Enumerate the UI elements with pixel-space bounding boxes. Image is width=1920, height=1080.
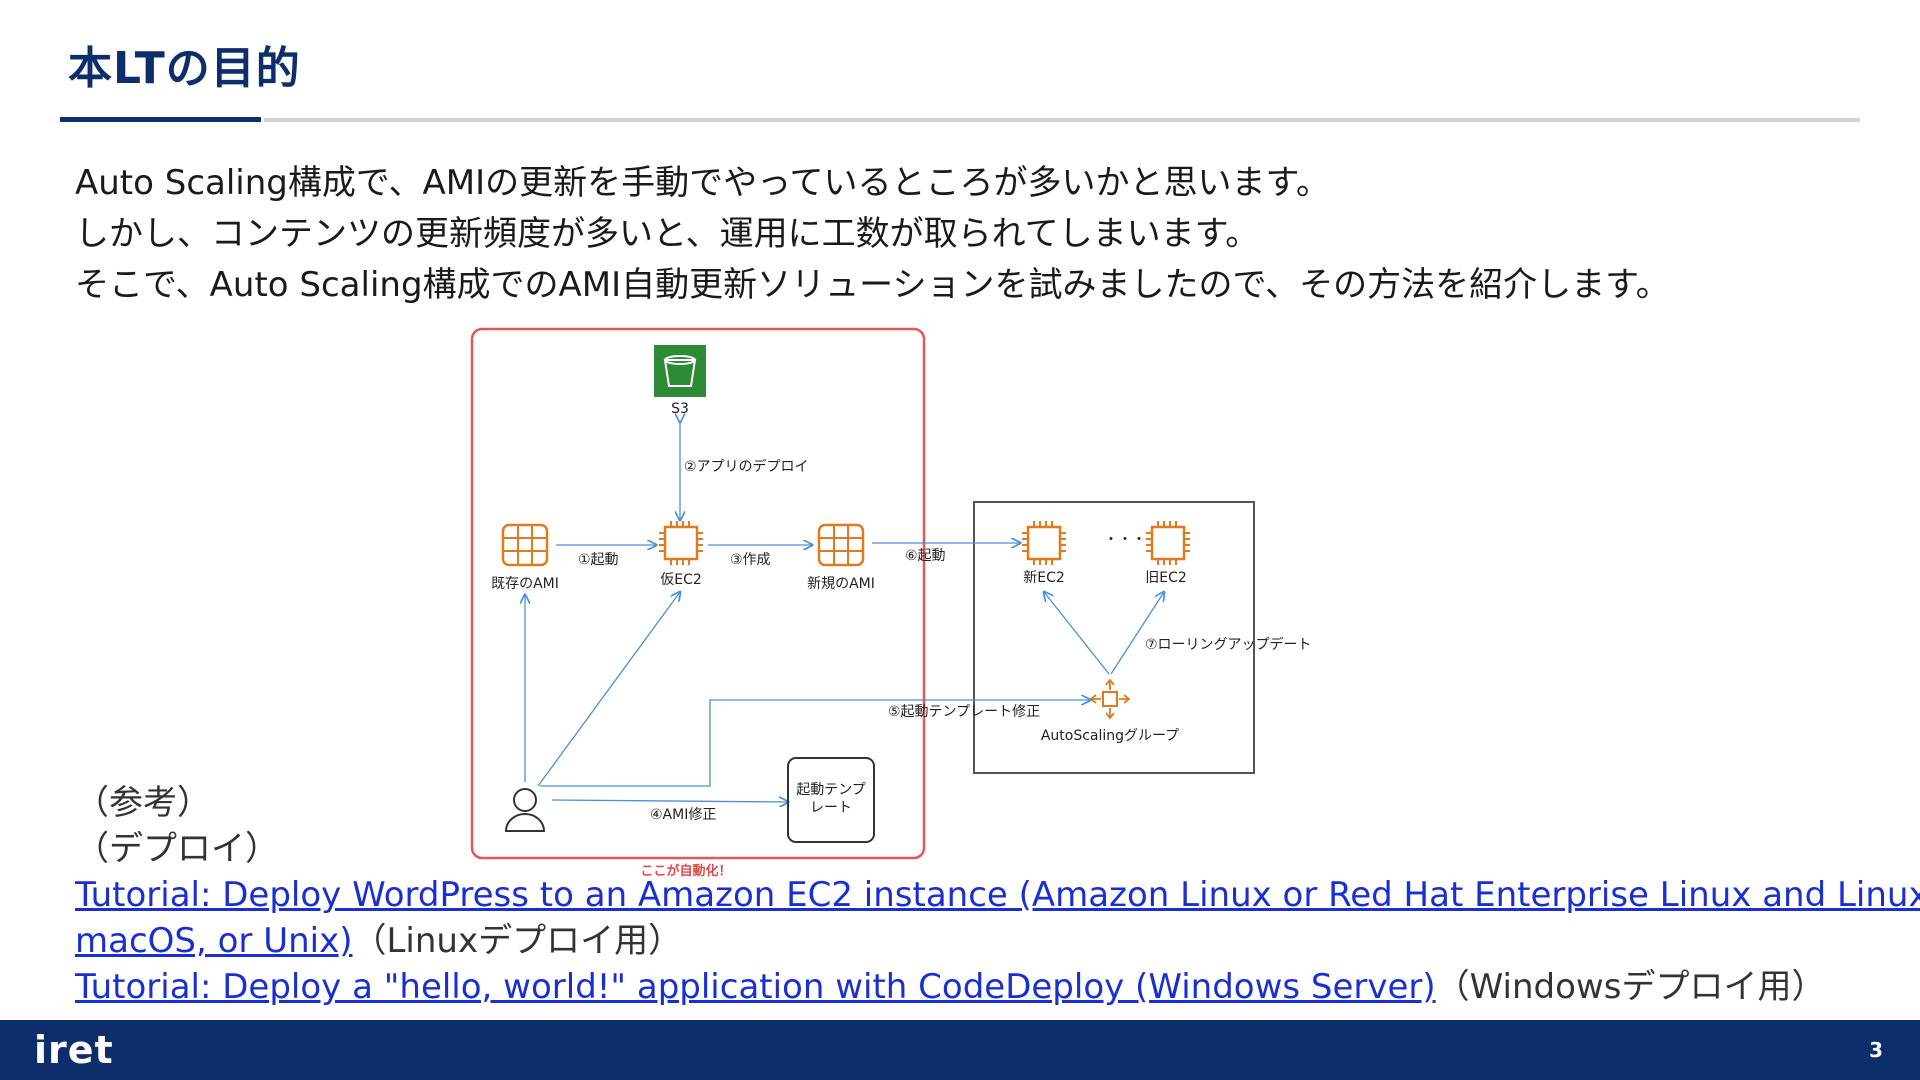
user-icon (504, 788, 546, 832)
automation-label: ここが自動化！ (640, 863, 731, 879)
step5-label: ⑤起動テンプレート修正 (888, 704, 1040, 720)
launch-template-box (787, 757, 875, 843)
temp-ec2-label: 仮EC2 (660, 572, 702, 588)
intro-line-3: そこで、Auto Scaling構成でのAMI自動更新ソリューションを試みました… (75, 265, 1670, 305)
autoscaling-group-boundary (973, 501, 1255, 774)
existing-ami-icon (501, 523, 549, 567)
s3-bucket-icon (654, 345, 706, 397)
architecture-diagram: S3 ②アプリのデプロイ 既存のAMI ①起動 仮EC2 ③作成 新規のAMI … (470, 327, 1312, 879)
reference-heading: （参考） (75, 783, 211, 823)
intro-text: Auto Scaling構成で、AMIの更新を手動でやっているところが多いかと思… (75, 158, 1670, 311)
old-ec2-icon (1146, 521, 1190, 565)
launch-template-label-1: 起動テンプ (796, 782, 866, 798)
windows-deploy-note: （Windowsデプロイ用） (1435, 967, 1826, 1007)
wordpress-tutorial-link-cont[interactable]: macOS, or Unix) (75, 921, 353, 961)
new-ec2-icon (1022, 521, 1066, 565)
step6-label: ⑥起動 (905, 548, 946, 564)
autoscaling-icon (1089, 678, 1131, 720)
automation-boundary (470, 327, 926, 860)
new-ami-label: 新規のAMI (807, 576, 875, 592)
intro-line-2: しかし、コンテンツの更新頻度が多いと、運用に工数が取られてしまいます。 (75, 214, 1260, 254)
reference-subheading: （デプロイ） (75, 829, 279, 869)
existing-ami-label: 既存のAMI (491, 576, 559, 592)
page-title: 本LTの目的 (68, 43, 301, 94)
step4-label: ④AMI修正 (650, 807, 716, 823)
step7-label: ⑦ローリングアップデート (1145, 636, 1312, 653)
launch-template-label-2: レート (810, 800, 852, 816)
iret-logo: iret (34, 1028, 114, 1072)
hello-world-tutorial-link[interactable]: Tutorial: Deploy a "hello, world!" appli… (75, 967, 1436, 1007)
new-ec2-label: 新EC2 (1023, 570, 1065, 586)
linux-deploy-note: （Linuxデプロイ用） (352, 921, 683, 961)
ellipsis: ・・・ (1104, 532, 1146, 548)
step2-label: ②アプリのデプロイ (684, 458, 809, 475)
wordpress-tutorial-link[interactable]: Tutorial: Deploy WordPress to an Amazon … (75, 875, 1920, 915)
s3-label: S3 (671, 401, 689, 417)
step1-label: ①起動 (578, 552, 619, 568)
reference-section: （参考） （デプロイ） Tutorial: Deploy WordPress t… (75, 780, 1920, 1010)
page-number: 3 (1869, 1038, 1883, 1062)
new-ami-icon (817, 523, 865, 567)
old-ec2-label: 旧EC2 (1145, 570, 1187, 586)
asg-label: AutoScalingグループ (1041, 728, 1179, 744)
intro-line-1: Auto Scaling構成で、AMIの更新を手動でやっているところが多いかと思… (75, 163, 1331, 203)
step3-label: ③作成 (730, 552, 771, 568)
temp-ec2-icon (659, 521, 703, 565)
footer-bar: iret 3 (0, 1020, 1920, 1080)
title-underline (264, 118, 1860, 122)
title-underline-accent (60, 117, 261, 122)
